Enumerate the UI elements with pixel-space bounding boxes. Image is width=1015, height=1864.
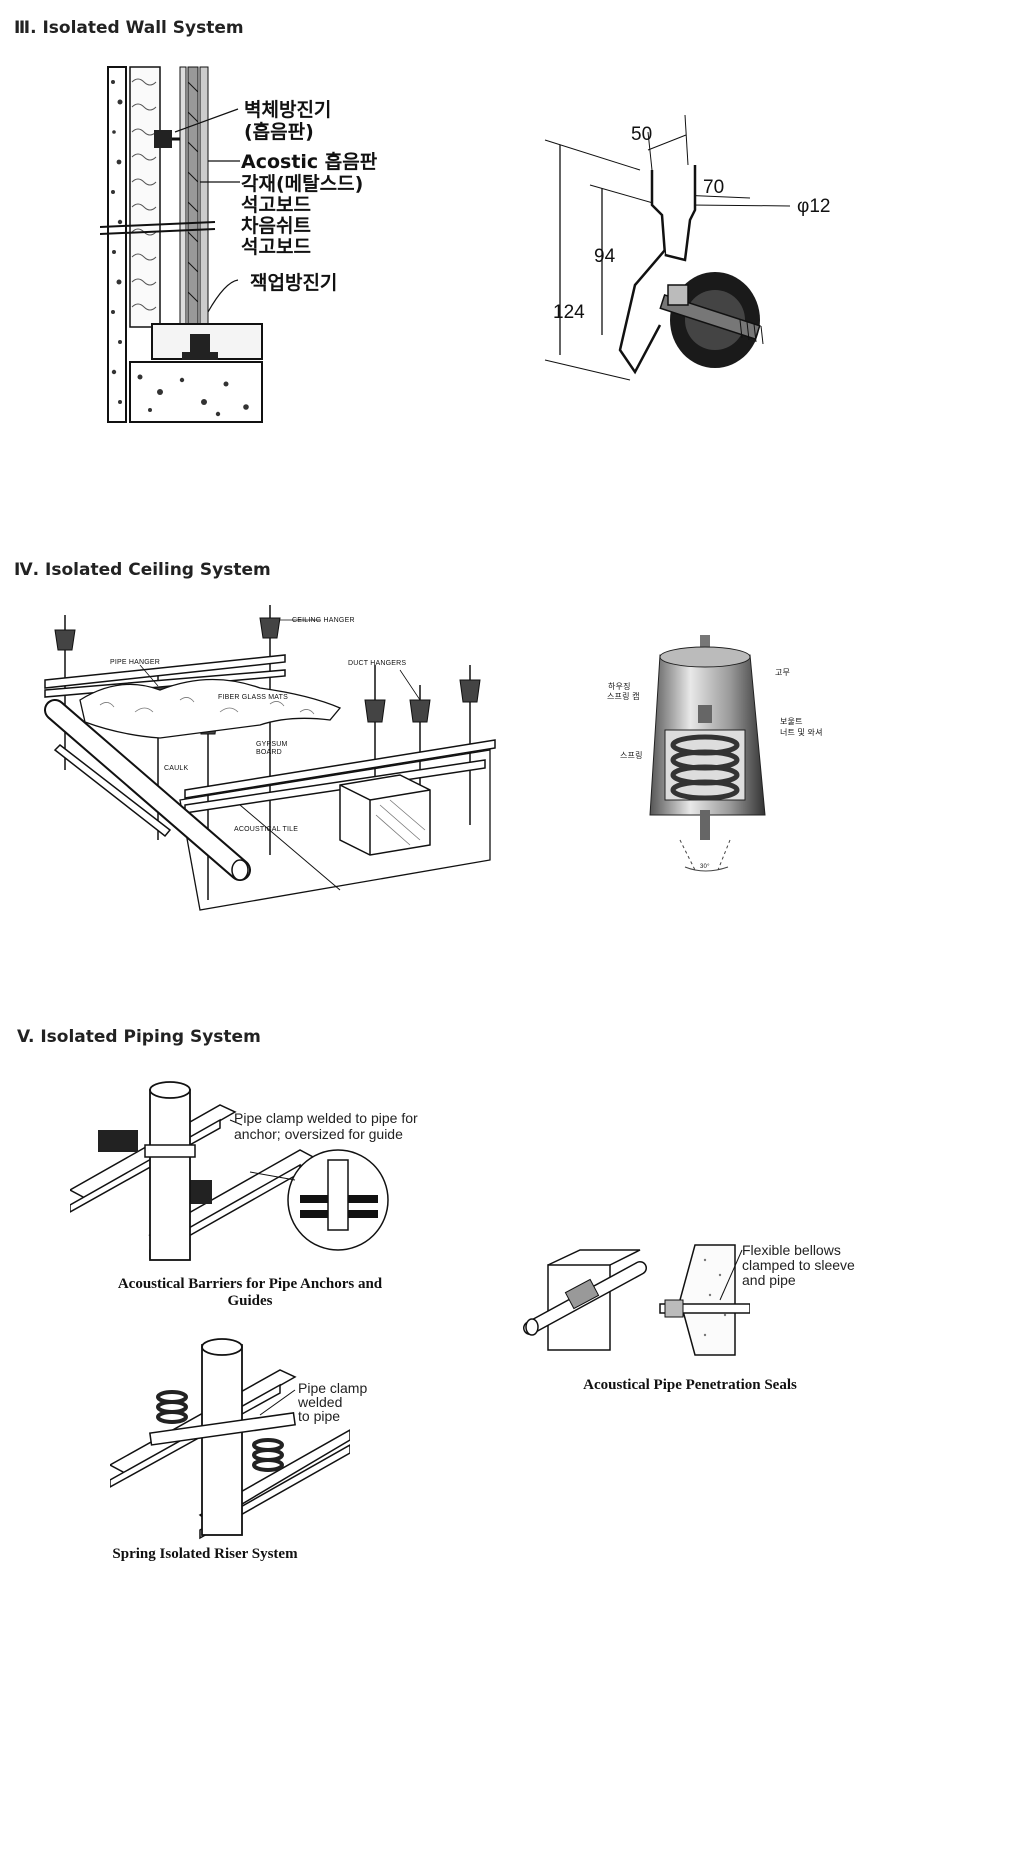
hanger-label-spring-cap: 스프링 캡 (607, 692, 640, 701)
seal-note-line-3: and pipe (742, 1272, 796, 1288)
riser-note-line-2: welded (298, 1394, 343, 1410)
riser-note-line-3: to pipe (298, 1408, 341, 1424)
ceiling-label-caulk: CAULK (164, 765, 189, 772)
hanger-label-spring: 스프링 (620, 751, 643, 760)
hanger-label-nut-washer: 너트 및 와셔 (780, 728, 823, 737)
dim-50: 50 (631, 124, 653, 145)
ceiling-label-fiber-glass: FIBER GLASS MATS (218, 694, 288, 701)
dim-124: 124 (553, 302, 585, 323)
wall-label-gypsum-1: 석고보드 (241, 194, 311, 216)
anchor-caption: Acoustical Barriers for Pipe Anchors and… (117, 1276, 383, 1309)
wall-label-sound-sheet: 차음쉬트 (241, 215, 311, 237)
wall-label-acoustic: Acostic 흡음판 (241, 151, 378, 173)
wall-section-diagram (100, 66, 263, 423)
ceiling-label-board: BOARD (256, 749, 282, 756)
ceiling-label-gypsum: GYPSUM (256, 741, 288, 748)
wall-label-gypsum-2: 석고보드 (241, 236, 311, 258)
hanger-label-bolt: 보울트 (780, 717, 803, 726)
seal-note-line-2: clamped to sleeve (742, 1257, 855, 1273)
wall-bracket-diagram (544, 114, 790, 381)
hanger-label-rubber: 고무 (775, 668, 791, 677)
ceiling-label-acoustical-tile: ACOUSTICAL TILE (234, 826, 299, 833)
section-title-wall: Ⅲ. Isolated Wall System (14, 18, 244, 38)
hanger-label-housing: 하우징 (608, 682, 631, 691)
wall-label-absorb-panel: (흡음판) (244, 121, 314, 143)
ceiling-label-pipe-hanger: PIPE HANGER (110, 659, 161, 666)
anchor-note-line-1: Pipe clamp welded to pipe for (234, 1110, 418, 1126)
ceiling-system-diagram (44, 605, 496, 911)
hanger-label-angle: 30° (700, 864, 710, 870)
wall-label-isolator: 벽체방진기 (244, 99, 332, 121)
wall-label-stud: 각재(메탈스드) (241, 173, 364, 195)
dim-70: 70 (703, 177, 725, 198)
anchor-note-line-2: anchor; oversized for guide (234, 1126, 403, 1142)
ceiling-spring-hanger-diagram (649, 635, 766, 872)
dim-94: 94 (594, 246, 616, 267)
section-title-piping: V. Isolated Piping System (17, 1027, 261, 1047)
riser-caption: Spring Isolated Riser System (112, 1546, 298, 1562)
wall-label-jackup-isolator: 잭업방진기 (250, 272, 338, 294)
dim-phi12: φ12 (797, 196, 831, 217)
riser-note-line-1: Pipe clamp (298, 1380, 368, 1396)
seal-caption: Acoustical Pipe Penetration Seals (583, 1377, 797, 1393)
ceiling-label-duct-hangers: DUCT HANGERS (348, 660, 407, 667)
ceiling-label-ceiling-hanger: CEILING HANGER (292, 617, 355, 624)
pipe-anchor-diagram (70, 1081, 389, 1261)
seal-note-line-1: Flexible bellows (742, 1242, 841, 1258)
pipe-penetration-diagram (523, 1244, 750, 1356)
riser-system-diagram (110, 1338, 350, 1540)
section-title-ceiling: Ⅳ. Isolated Ceiling System (14, 560, 271, 580)
